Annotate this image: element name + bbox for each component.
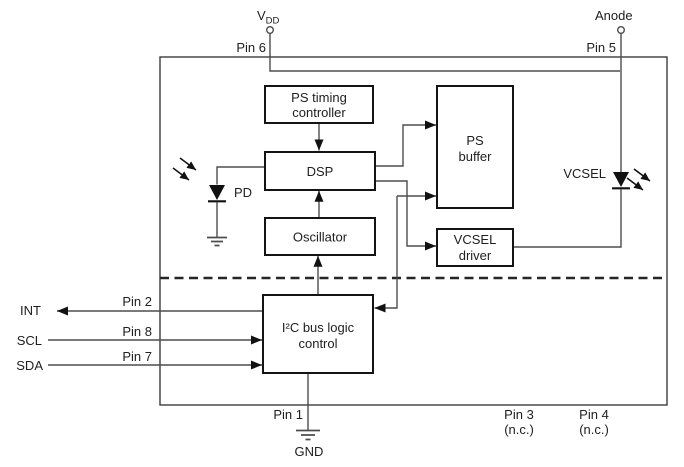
chip-outline xyxy=(159,56,668,406)
wire-dsp-to-psbuffer-top xyxy=(375,120,436,167)
pin3-nc-label: (n.c.) xyxy=(504,422,534,437)
vcsel-driver-block xyxy=(436,228,514,267)
i2c-label-1: I²C bus logic xyxy=(282,320,355,335)
wire-branch-to-i2c xyxy=(374,196,398,313)
int-label: INT xyxy=(20,303,41,318)
pd-label: PD xyxy=(234,185,252,200)
vdd-label: VDD xyxy=(257,8,280,27)
oscillator-label: Oscillator xyxy=(293,230,348,245)
oscillator-block xyxy=(264,217,376,256)
vdd-terminal xyxy=(266,26,275,35)
sda-label: SDA xyxy=(16,358,43,373)
pin1-label: Pin 1 xyxy=(273,407,303,422)
gnd-icon xyxy=(296,429,320,441)
pin2-label: Pin 2 xyxy=(122,294,152,309)
pin3-label: Pin 3 xyxy=(504,407,534,422)
ps-buffer-block xyxy=(436,85,514,209)
dsp-block xyxy=(264,151,376,191)
pd-to-dsp-wire xyxy=(216,166,265,185)
i2c-bus-logic-control-block xyxy=(262,294,374,374)
pin8-label: Pin 8 xyxy=(122,324,152,339)
vcsel-label: VCSEL xyxy=(563,166,606,181)
photodiode-icon xyxy=(209,185,225,200)
i2c-label-2: control xyxy=(298,336,337,351)
light-out-arrow-1-icon xyxy=(633,168,651,182)
pd-ground-icon xyxy=(207,236,227,247)
wire-vcseldriver-to-vcsel xyxy=(513,189,622,248)
ps-timing-controller-label-2: controller xyxy=(292,105,346,120)
vcsel-driver-label-2: driver xyxy=(459,248,492,263)
light-in-arrow-1-icon xyxy=(179,157,197,171)
pin6-label: Pin 6 xyxy=(236,40,266,55)
ps-buffer-label-1: PS xyxy=(466,133,484,148)
light-out-arrow-2-icon xyxy=(626,177,644,191)
vdd-wire xyxy=(269,33,620,72)
dsp-label: DSP xyxy=(307,164,334,179)
wire-dsp-to-vcseldriver xyxy=(375,180,436,251)
pin7-label: Pin 7 xyxy=(122,349,152,364)
scl-label: SCL xyxy=(17,333,42,348)
pin4-nc-label: (n.c.) xyxy=(579,422,609,437)
ps-timing-controller-block xyxy=(264,85,374,124)
anode-label: Anode xyxy=(595,8,633,23)
pin4-label: Pin 4 xyxy=(579,407,609,422)
light-in-arrow-2-icon xyxy=(172,167,190,181)
vcsel-driver-label-1: VCSEL xyxy=(454,232,497,247)
vcsel-diode-icon xyxy=(613,172,629,187)
pin5-label: Pin 5 xyxy=(586,40,616,55)
gnd-label: GND xyxy=(295,444,324,459)
ps-timing-controller-label-1: PS timing xyxy=(291,90,347,105)
vdd-label-main: V xyxy=(257,8,266,23)
vdd-label-sub: DD xyxy=(266,16,280,27)
ps-buffer-label-2: buffer xyxy=(458,149,492,164)
anode-terminal xyxy=(617,26,626,35)
